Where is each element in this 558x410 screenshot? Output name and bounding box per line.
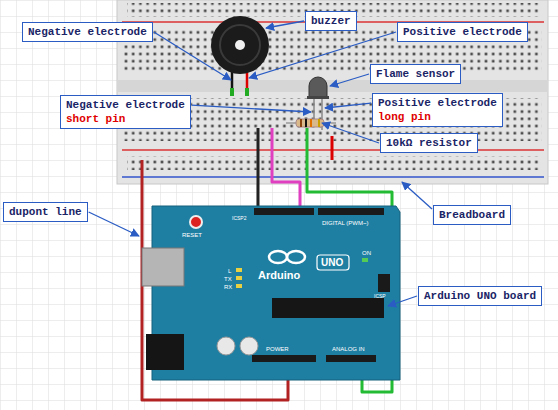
board-label: TX (224, 276, 232, 282)
callout-box: buzzer (305, 11, 357, 31)
callout-text: long pin (378, 110, 497, 124)
board-label: RESET (182, 232, 202, 238)
callout-box: 10kΩ resistor (380, 133, 478, 153)
callout-box: Negative electrode (22, 22, 153, 42)
board-label: Arduino (258, 270, 300, 281)
board-label: DIGITAL (PWM~) (322, 220, 369, 226)
callout-text: Breadboard (439, 208, 505, 222)
resistor-symbol (286, 119, 336, 127)
callout-text: 10kΩ resistor (386, 136, 472, 150)
callout-box: Positive electrodelong pin (372, 93, 503, 127)
buzzer-symbol (211, 16, 269, 96)
callout-text: Positive electrode (378, 96, 497, 110)
leader-arrow (322, 123, 379, 143)
callout-text: Negative electrode (66, 98, 185, 112)
callout-text: short pin (66, 112, 185, 126)
callout-box: Breadboard (433, 205, 511, 225)
leader-arrow (266, 21, 304, 28)
callout-text: Positive electrode (403, 25, 522, 39)
leader-arrow (154, 32, 231, 80)
board-label: UNO (321, 258, 343, 268)
leader-arrow (89, 212, 139, 236)
leader-arrow (325, 103, 371, 108)
board-label: RX (224, 284, 232, 290)
callout-text: dupont line (9, 205, 82, 219)
board-label: ON (362, 250, 371, 256)
callout-box: Arduino UNO board (418, 286, 542, 306)
breadboard (117, 0, 548, 184)
board-label: ICSP2 (232, 216, 246, 221)
callout-text: Arduino UNO board (424, 289, 536, 303)
leader-arrow (192, 105, 311, 112)
leader-arrow (402, 182, 432, 209)
callout-box: Positive electrode (397, 22, 528, 42)
callout-box: dupont line (3, 202, 88, 222)
leader-arrow (388, 296, 417, 306)
board-label: L (228, 268, 231, 274)
flame-sensor-symbol (307, 77, 329, 130)
board-label: ICSP (374, 294, 386, 299)
callout-box: Flame sensor (370, 64, 461, 84)
board-label: POWER (266, 346, 289, 352)
callout-text: buzzer (311, 14, 351, 28)
arduino-board (142, 206, 400, 380)
callout-text: Negative electrode (28, 25, 147, 39)
callout-text: Flame sensor (376, 67, 455, 81)
callout-box: Negative electrodeshort pin (60, 95, 191, 129)
board-label: ANALOG IN (332, 346, 365, 352)
leader-arrow (330, 74, 369, 86)
